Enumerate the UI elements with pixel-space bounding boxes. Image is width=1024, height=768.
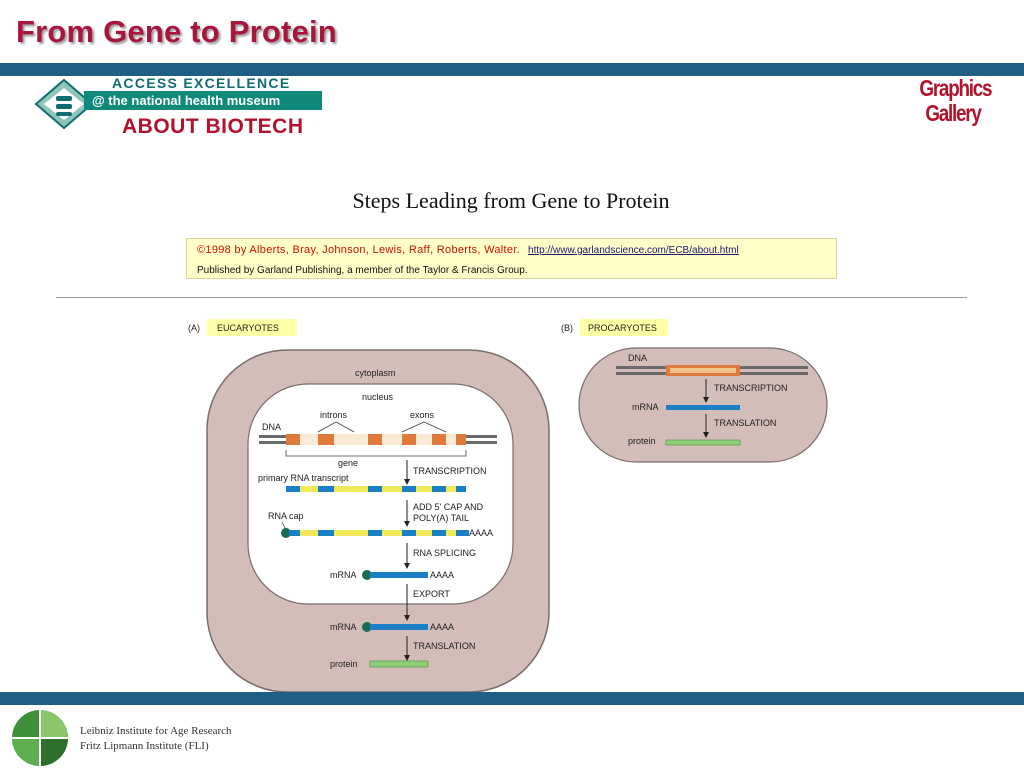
ae-banner: @ the national health museum bbox=[84, 91, 322, 110]
polya-tail-3: AAAA bbox=[430, 622, 454, 632]
primary-rna-transcript bbox=[286, 486, 466, 492]
splicing-step: RNA SPLICING bbox=[413, 548, 476, 558]
top-divider-bar bbox=[0, 63, 1024, 76]
translation-step-a: TRANSLATION bbox=[413, 641, 475, 651]
cap-step-line2: POLY(A) TAIL bbox=[413, 513, 469, 523]
export-step: EXPORT bbox=[413, 589, 450, 599]
exons-label: exons bbox=[410, 410, 435, 420]
bottom-divider-bar bbox=[0, 692, 1024, 705]
eukaryote-dna bbox=[259, 434, 497, 445]
protein-product-a bbox=[369, 660, 429, 668]
capped-transcript bbox=[281, 528, 469, 538]
pro-transcription-step: TRANSCRIPTION bbox=[714, 383, 788, 393]
ae-title: ACCESS EXCELLENCE bbox=[112, 75, 291, 91]
pro-translation-step: TRANSLATION bbox=[714, 418, 776, 428]
graphics-gallery-line1: Graphics bbox=[919, 75, 992, 101]
slide-title: From Gene to Protein bbox=[16, 14, 337, 49]
primary-transcript-label: primary RNA transcript bbox=[258, 473, 349, 483]
nucleus bbox=[247, 383, 514, 605]
gene-label: gene bbox=[338, 458, 358, 468]
protein-label-a: protein bbox=[330, 659, 358, 669]
diagram-title: Steps Leading from Gene to Protein bbox=[352, 188, 670, 213]
pro-protein-product bbox=[665, 439, 741, 446]
panel-b-label: PROCARYOTES bbox=[588, 323, 657, 333]
exported-mrna bbox=[362, 622, 428, 632]
mrna-label-2: mRNA bbox=[330, 622, 357, 632]
fli-text: Leibniz Institute for Age Research Fritz… bbox=[80, 724, 232, 754]
pro-mrna-label: mRNA bbox=[632, 402, 659, 412]
pro-mrna bbox=[666, 405, 740, 410]
graphics-gallery-line2: Gallery bbox=[925, 100, 982, 126]
about-biotech-label: ABOUT BIOTECH bbox=[122, 115, 304, 138]
citation-line1: ©1998 by Alberts, Bray, Johnson, Lewis, … bbox=[197, 244, 739, 256]
nucleus-label: nucleus bbox=[362, 392, 394, 402]
spliced-mrna bbox=[362, 570, 428, 580]
cytoplasm-label: cytoplasm bbox=[355, 368, 396, 378]
fli-line1: Leibniz Institute for Age Research bbox=[80, 725, 232, 737]
citation-link[interactable]: http://www.garlandscience.com/ECB/about.… bbox=[528, 245, 739, 256]
panel-b-letter: (B) bbox=[561, 323, 573, 333]
rna-cap-label: RNA cap bbox=[268, 511, 304, 521]
pro-protein-label: protein bbox=[628, 436, 656, 446]
polya-tail-2: AAAA bbox=[430, 570, 454, 580]
panel-b-label-bg bbox=[580, 319, 668, 336]
citation-box: ©1998 by Alberts, Bray, Johnson, Lewis, … bbox=[186, 238, 837, 279]
panel-a-letter: (A) bbox=[188, 323, 200, 333]
citation-line2: Published by Garland Publishing, a membe… bbox=[197, 265, 528, 276]
cap-step-line1: ADD 5' CAP AND bbox=[413, 502, 484, 512]
panel-a-label-bg bbox=[207, 319, 297, 336]
citation-copyright: ©1998 by Alberts, Bray, Johnson, Lewis, … bbox=[197, 244, 521, 256]
introns-label: introns bbox=[320, 410, 348, 420]
horizontal-rule bbox=[56, 297, 967, 298]
fli-line2: Fritz Lipmann Institute (FLI) bbox=[80, 740, 209, 752]
pro-dna-label: DNA bbox=[628, 353, 647, 363]
footer bbox=[0, 705, 1024, 768]
mrna-label-1: mRNA bbox=[330, 570, 357, 580]
procaryote-dna bbox=[616, 365, 808, 376]
graphics-gallery-logo: Graphics Gallery bbox=[919, 75, 992, 126]
polya-tail-1: AAAA bbox=[469, 528, 493, 538]
panel-a-label: EUCARYOTES bbox=[217, 323, 279, 333]
transcription-step: TRANSCRIPTION bbox=[413, 466, 487, 476]
dna-label: DNA bbox=[262, 422, 281, 432]
